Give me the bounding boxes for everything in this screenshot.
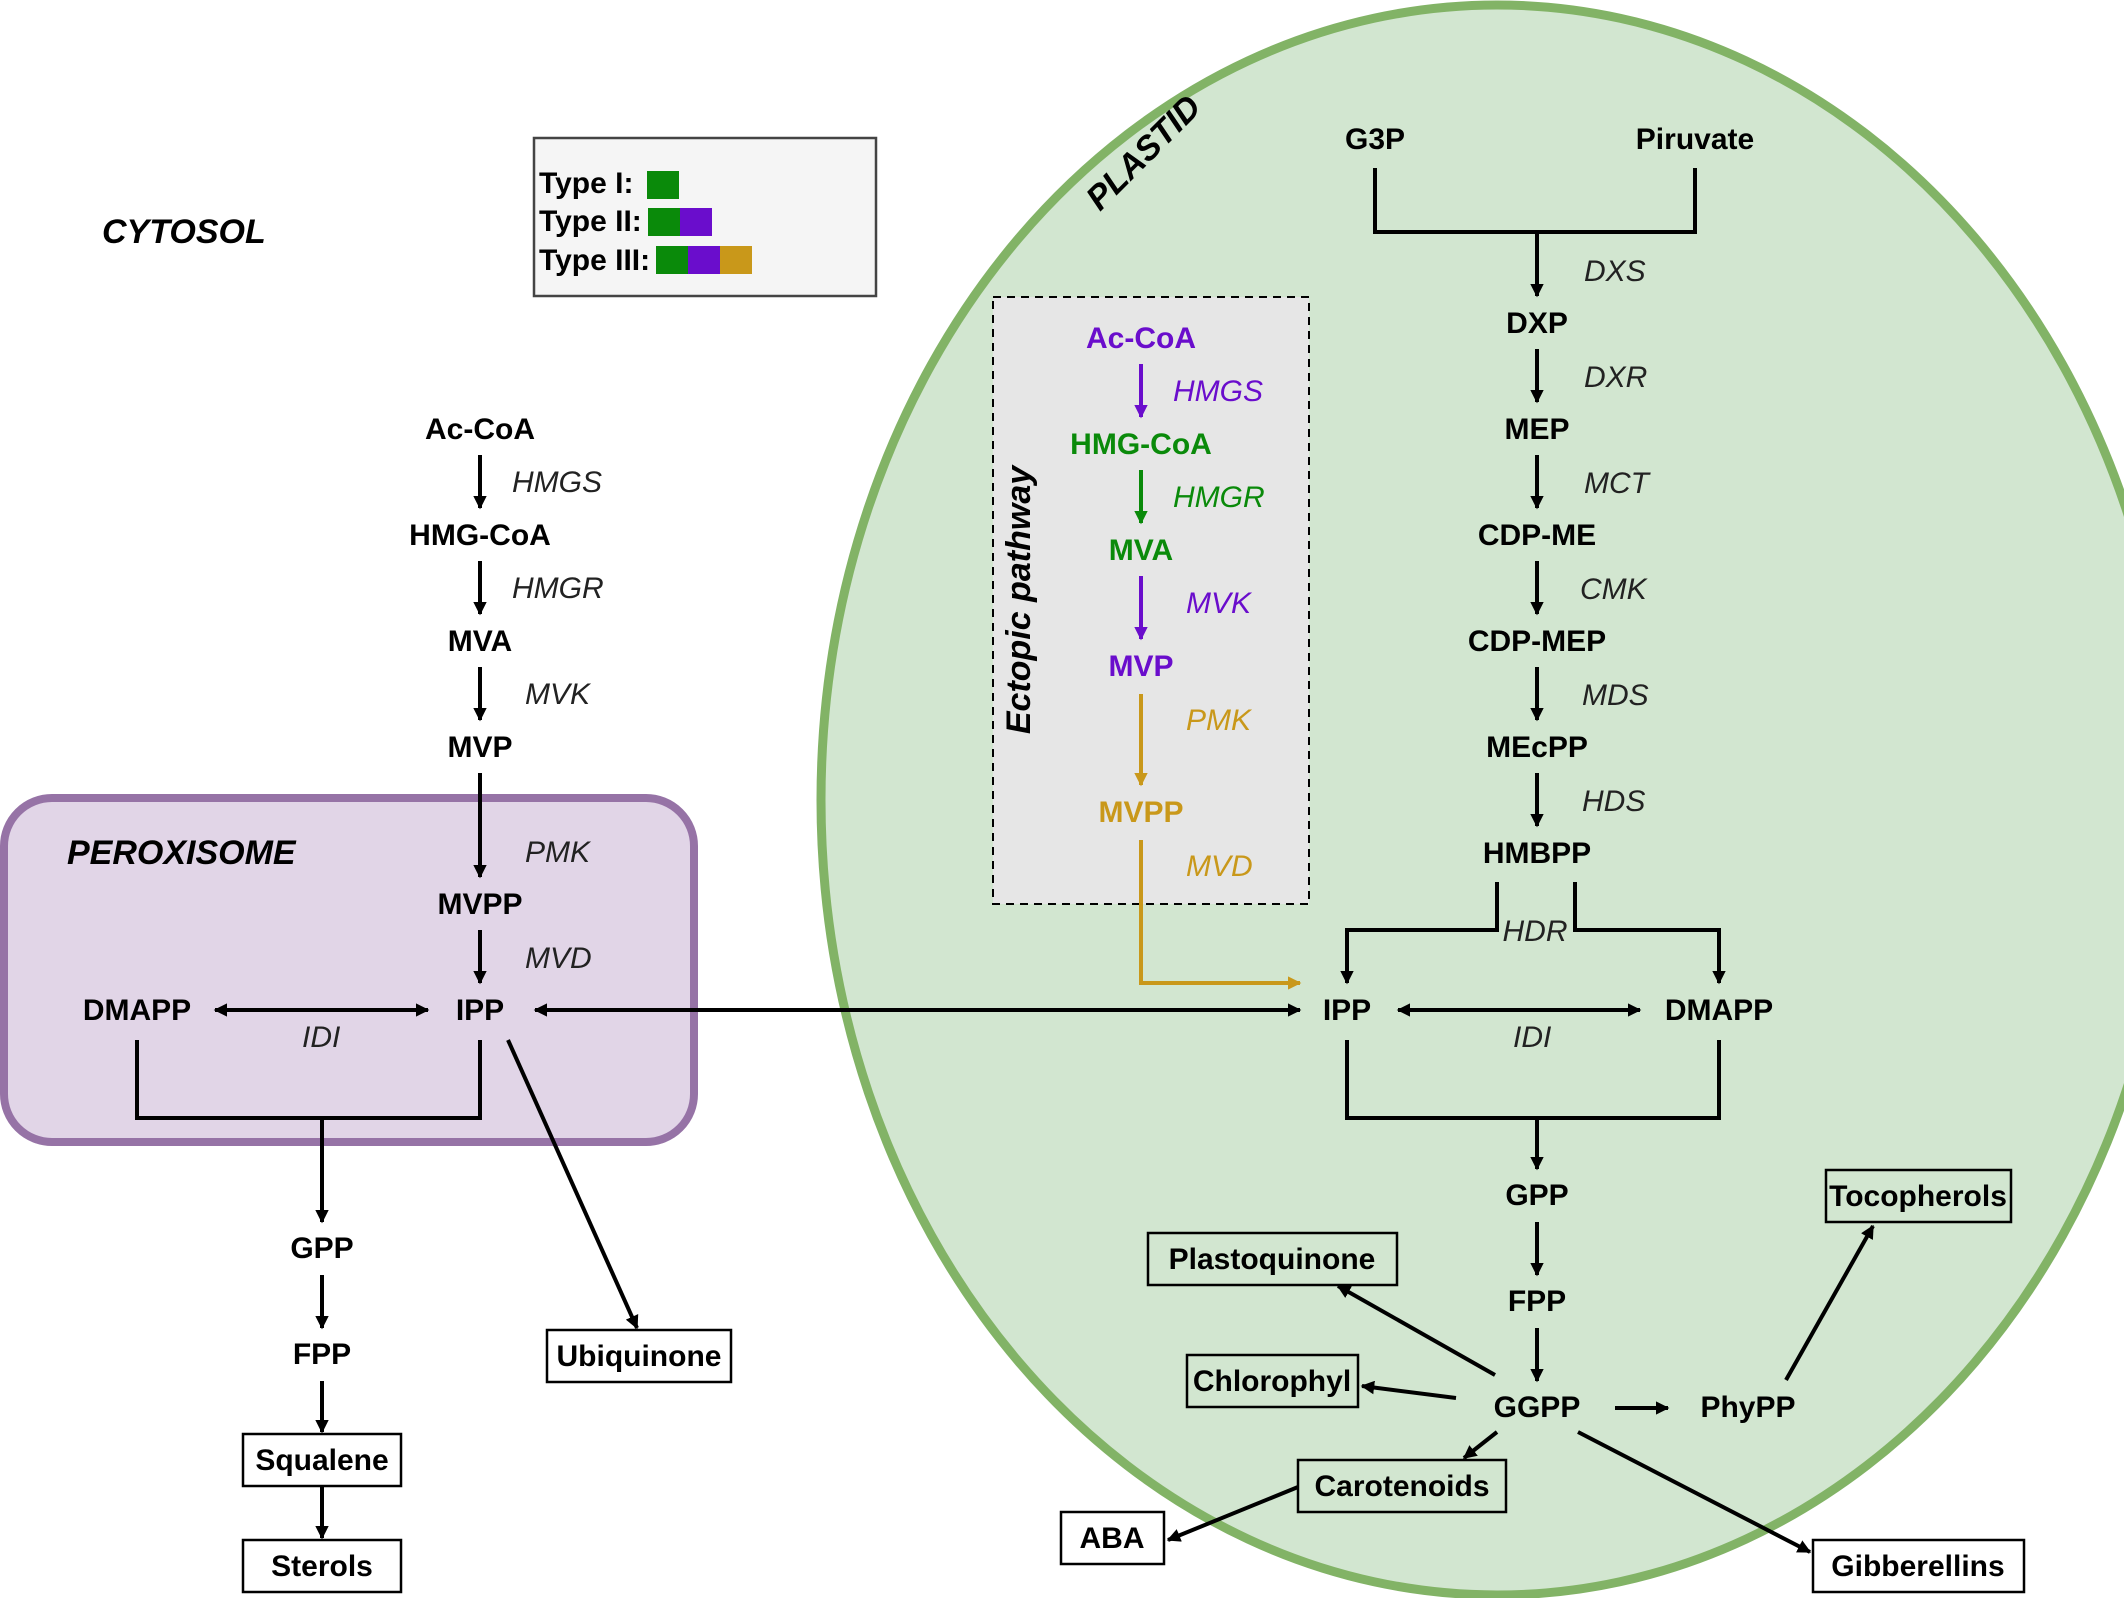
cyt-enzyme-hmgs: HMGS [512, 466, 602, 499]
pl-enzyme-idi: IDI [1513, 1021, 1551, 1054]
pl-arrow-to-gibberellins [1577, 1430, 1812, 1554]
ect-mva: MVA [1109, 534, 1173, 567]
pl-phypp: PhyPP [1700, 1391, 1795, 1424]
ect-hmg-coa: HMG-CoA [1070, 428, 1212, 461]
plastid-mep-pathway: G3P Piruvate DXP MEP CDP-ME CDP-MEP MEcP… [1059, 123, 2026, 1594]
ubiquinone-label: Ubiquinone [557, 1340, 722, 1373]
pl-gpp: GPP [1505, 1179, 1568, 1212]
ect-arrow-mvd [1139, 840, 1302, 990]
plastoquinone-box [1146, 1231, 1399, 1287]
pl-arrow-to-plastoquinone [1336, 1284, 1496, 1377]
pl-cdp-mep: CDP-MEP [1468, 625, 1606, 658]
pl-piruvate: Piruvate [1636, 123, 1754, 156]
ect-enzyme-mvk: MVK [1186, 587, 1253, 620]
legend-type2-green-swatch [648, 208, 680, 236]
cytosol-label: CYTOSOL [102, 213, 266, 251]
gibberellins-label: Gibberellins [1831, 1550, 2004, 1583]
cyt-hmg-coa: HMG-CoA [409, 519, 551, 552]
cyt-mvpp: MVPP [437, 888, 522, 921]
carotenoids-label: Carotenoids [1314, 1470, 1489, 1503]
pl-mecpp: MEcPP [1486, 731, 1588, 764]
ect-mvp: MVP [1108, 650, 1173, 683]
cyt-gpp: GPP [290, 1232, 353, 1265]
pl-ggpp: GGPP [1494, 1391, 1581, 1424]
squalene-box [241, 1432, 403, 1488]
pl-enzyme-hds: HDS [1582, 785, 1645, 818]
pl-arrow-to-tocopherols [1784, 1224, 1875, 1381]
legend-type3-purple-swatch [688, 246, 720, 274]
cyt-ipp: IPP [456, 994, 504, 1027]
cyt-enzyme-idi: IDI [302, 1021, 340, 1054]
pl-dmapp: DMAPP [1665, 994, 1773, 1027]
pl-ipp: IPP [1323, 994, 1371, 1027]
pl-arrow-to-chlorophyl [1360, 1380, 1457, 1400]
ectopic-pathway-label: Ectopic pathway [1000, 464, 1038, 734]
pl-enzyme-dxr: DXR [1584, 361, 1647, 394]
tocopherols-box [1824, 1168, 2013, 1224]
legend-type1-label: Type I: [539, 167, 633, 200]
legend-type3-gold-swatch [720, 246, 752, 274]
ect-enzyme-pmk: PMK [1186, 704, 1253, 737]
pl-condense-bracket-ipp-dmapp [1345, 1040, 1721, 1120]
ect-mvpp: MVPP [1098, 796, 1183, 829]
pl-enzyme-mds: MDS [1582, 679, 1649, 712]
pl-enzyme-hdr: HDR [1503, 915, 1568, 948]
cyt-condense-bracket [135, 1040, 482, 1120]
tocopherols-label: Tocopherols [1829, 1180, 2007, 1213]
pl-enzyme-dxs: DXS [1584, 255, 1646, 288]
cyt-fpp: FPP [293, 1338, 351, 1371]
ect-enzyme-hmgr: HMGR [1173, 481, 1265, 514]
cyt-mva: MVA [448, 625, 512, 658]
peroxisome-region [0, 794, 698, 1146]
aba-label: ABA [1080, 1522, 1145, 1555]
ect-enzyme-hmgs: HMGS [1173, 375, 1263, 408]
cytosol-mva-pathway: Ac-CoA HMG-CoA MVA MVP MVPP IPP DMAPP GP… [83, 413, 733, 1594]
carotenoids-box [1296, 1458, 1508, 1514]
pl-mep: MEP [1504, 413, 1569, 446]
ect-ac-coa: Ac-CoA [1086, 322, 1196, 355]
chlorophyl-label: Chlorophyl [1193, 1365, 1351, 1398]
pl-arrow-hdr-to-ipp [1340, 882, 1499, 985]
pl-enzyme-mct: MCT [1584, 467, 1652, 500]
cyt-enzyme-pmk: PMK [525, 836, 592, 869]
cyt-enzyme-hmgr: HMGR [512, 572, 604, 605]
aba-box [1059, 1510, 1166, 1566]
ectopic-mva-pathway: Ac-CoA HMG-CoA MVA MVP MVPP HMGS HMGR MV… [1070, 322, 1302, 990]
cyt-arrow-to-ubiquinone [506, 1039, 639, 1330]
pl-hmbpp: HMBPP [1483, 837, 1591, 870]
sterols-label: Sterols [271, 1550, 373, 1583]
ectopic-pathway-box [992, 296, 1310, 905]
squalene-label: Squalene [255, 1444, 388, 1477]
cyt-enzyme-mvk: MVK [525, 678, 592, 711]
legend-type3-green-swatch [656, 246, 688, 274]
pl-cdp-me: CDP-ME [1478, 519, 1596, 552]
pl-arrow-to-carotenoids [1462, 1430, 1499, 1460]
ect-enzyme-mvd: MVD [1186, 850, 1253, 883]
legend-type2-purple-swatch [680, 208, 712, 236]
pl-arrow-to-aba [1166, 1485, 1299, 1542]
cyt-ac-coa: Ac-CoA [425, 413, 535, 446]
ubiquinone-box [545, 1328, 733, 1384]
chlorophyl-box [1185, 1353, 1360, 1409]
plastoquinone-label: Plastoquinone [1169, 1243, 1376, 1276]
cyt-mvp: MVP [447, 731, 512, 764]
pl-g3p: G3P [1345, 123, 1405, 156]
legend: Type I: Type II: Type III: [532, 136, 878, 298]
legend-type1-green-swatch [647, 171, 679, 199]
pl-fpp: FPP [1508, 1285, 1566, 1318]
pl-arrow-hdr-to-dmapp [1573, 882, 1726, 985]
gibberellins-box [1811, 1538, 2026, 1594]
peroxisome-label: PEROXISOME [67, 834, 297, 872]
cyt-dmapp: DMAPP [83, 994, 191, 1027]
pl-enzyme-cmk: CMK [1580, 573, 1649, 606]
legend-type3-label: Type III: [539, 244, 650, 277]
legend-type2-label: Type II: [539, 205, 642, 238]
cyt-enzyme-mvd: MVD [525, 942, 592, 975]
pl-dxp: DXP [1506, 307, 1568, 340]
sterols-box [241, 1538, 403, 1594]
